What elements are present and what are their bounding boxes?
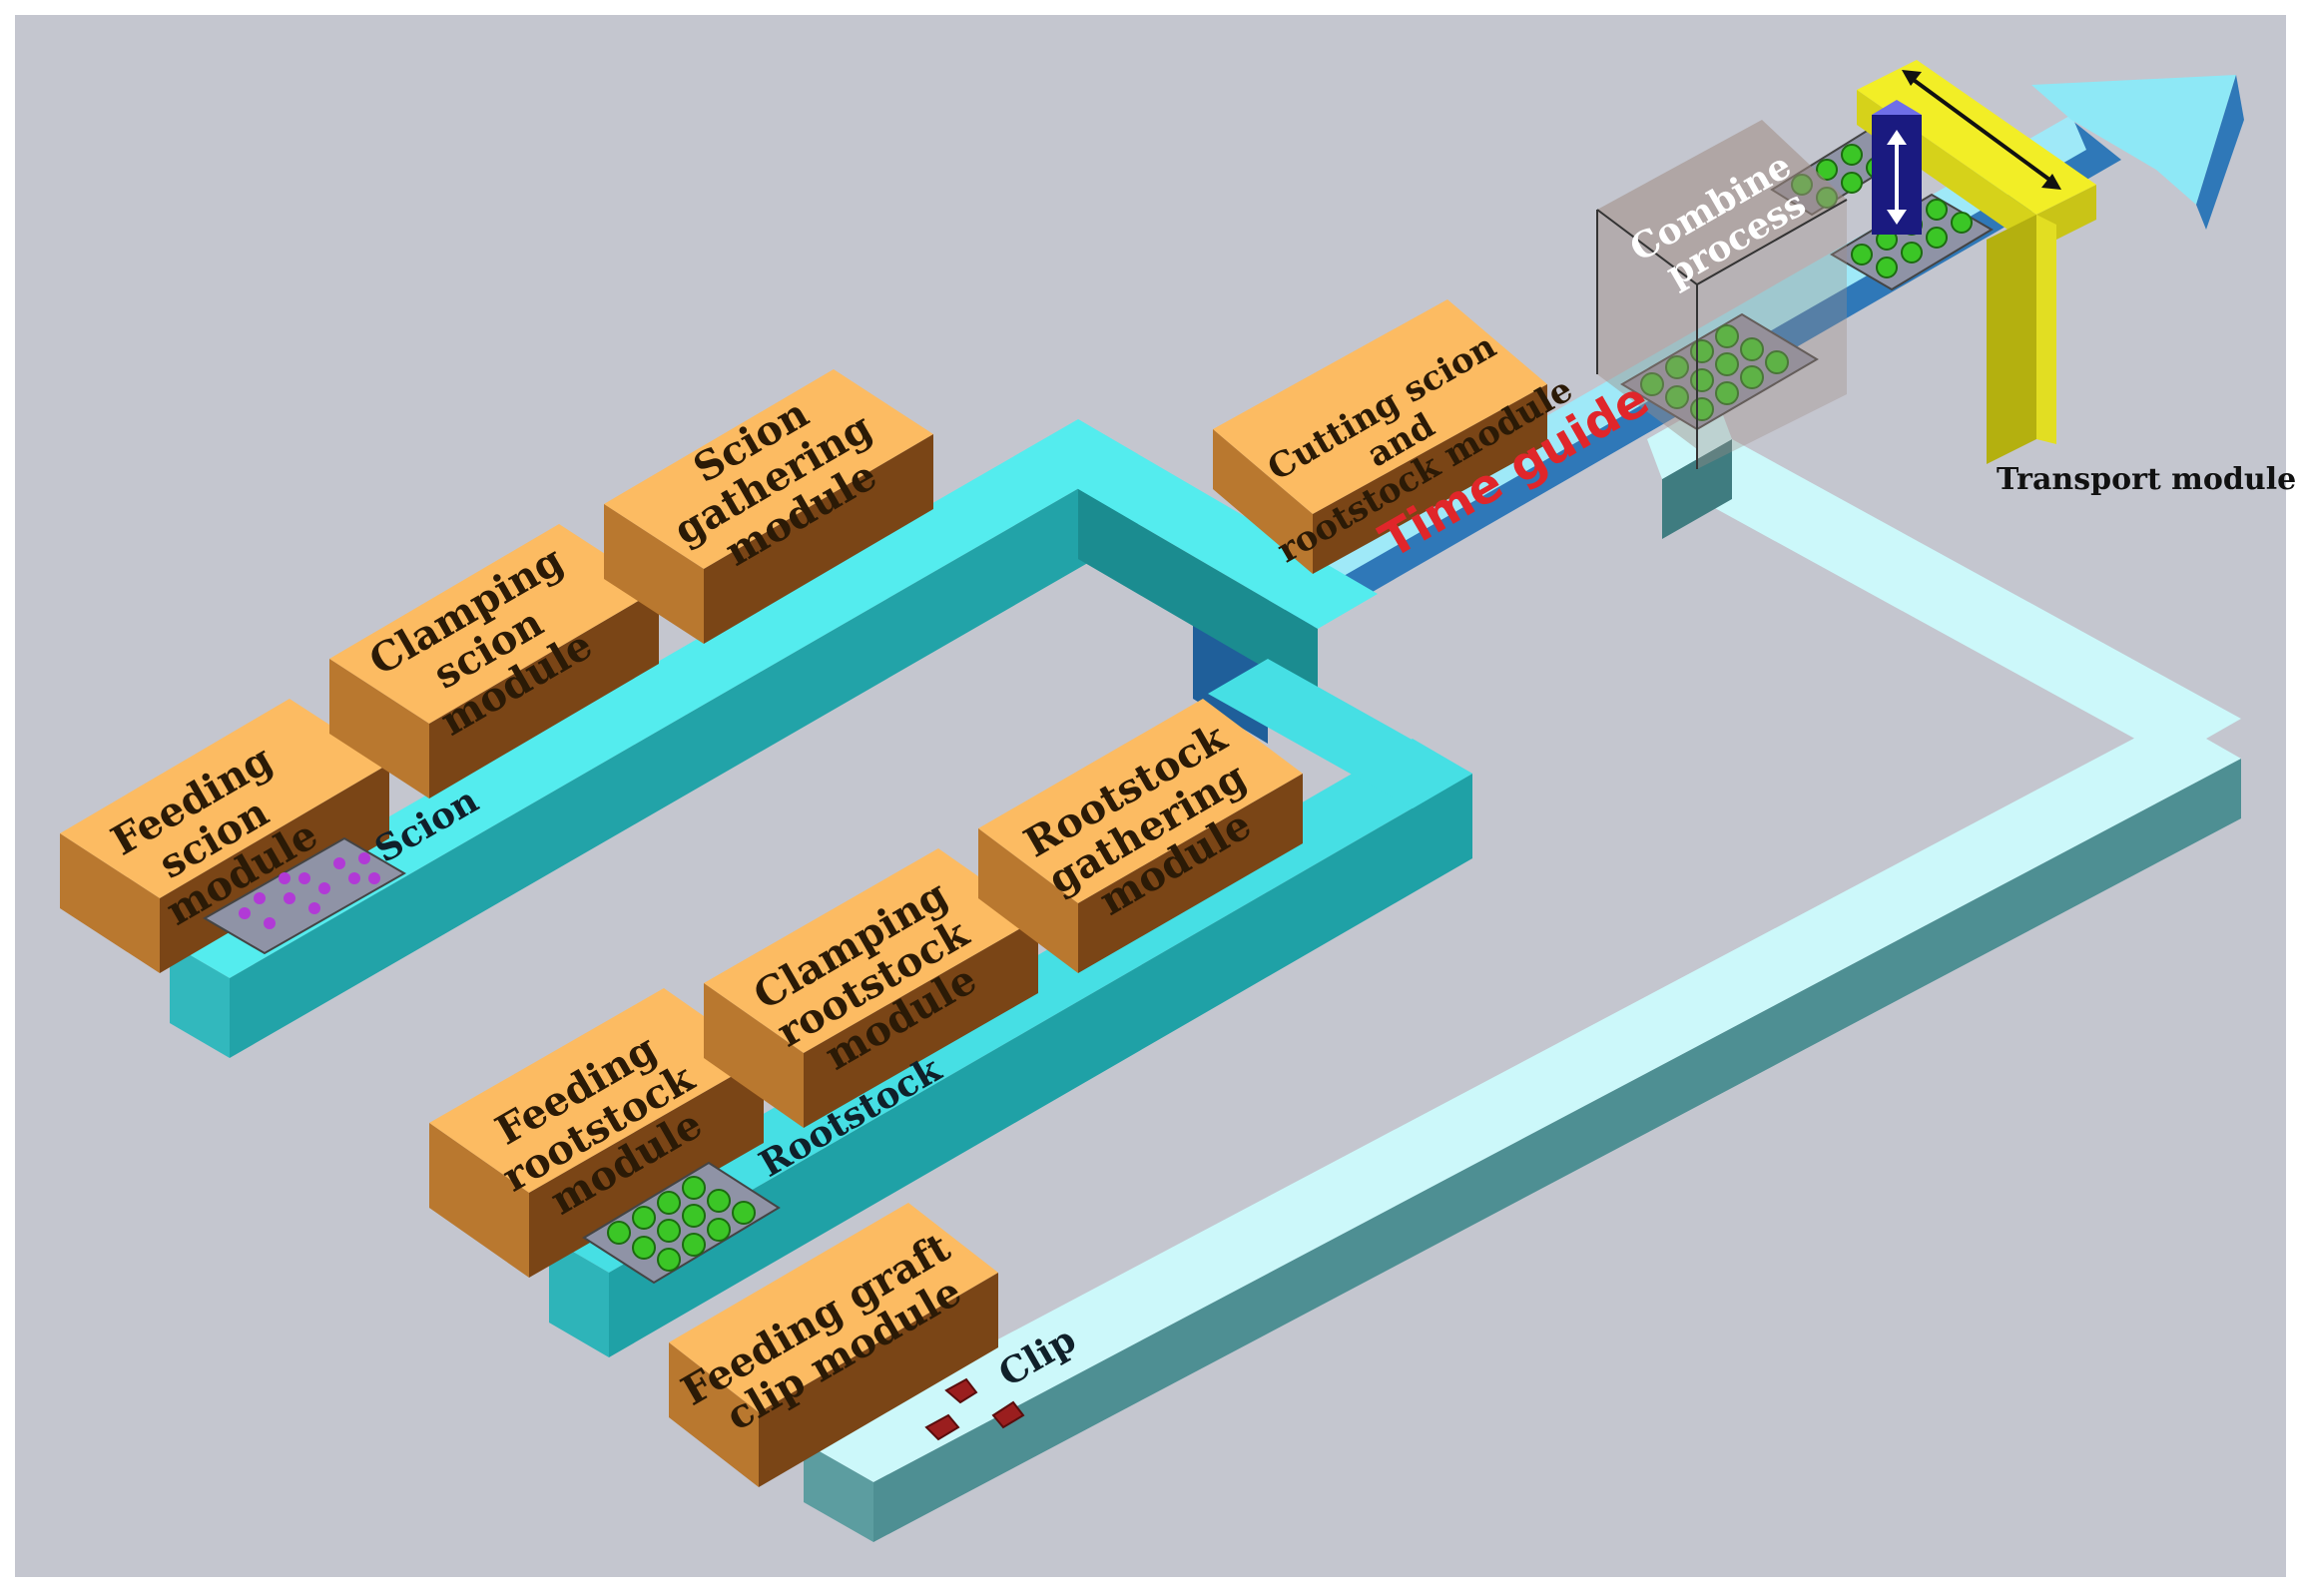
combine-process-box: Combine process [1596,120,1848,469]
scion-track [170,419,1378,1058]
transport-module-label: Transport module [1997,462,2296,497]
clip-pieces [924,1377,1025,1441]
feeding-rootstock-module: Feeding rootstock module [429,988,764,1278]
rootstock-tray [582,1161,781,1285]
lift-actuator [1872,100,1922,235]
combined-tray [1620,312,1819,431]
scion-tray [203,836,406,955]
